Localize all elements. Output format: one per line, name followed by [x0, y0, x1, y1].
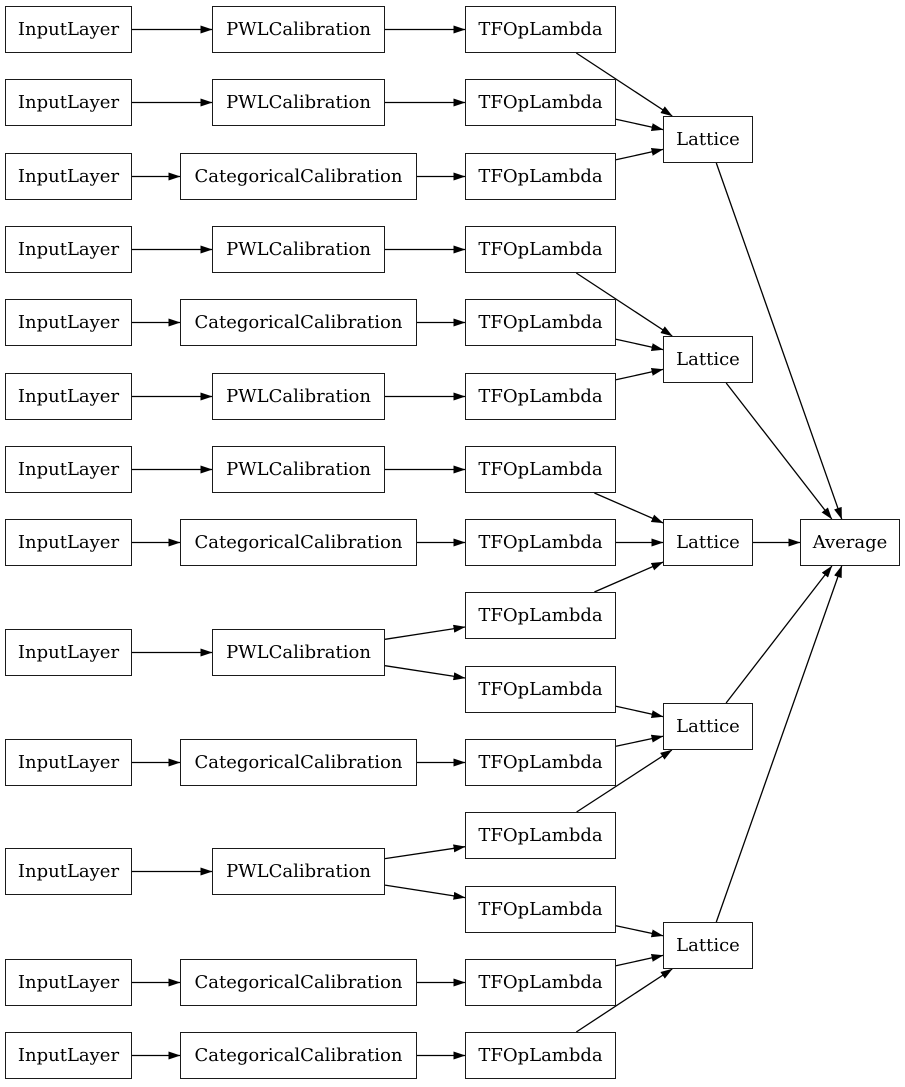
node-input3: InputLayer	[5, 153, 132, 200]
node-label: Lattice	[676, 348, 740, 370]
node-label: PWLCalibration	[226, 860, 371, 882]
node-label: InputLayer	[17, 18, 120, 40]
node-label: PWLCalibration	[226, 238, 371, 260]
node-label: TFOpLambda	[478, 531, 603, 553]
node-label: InputLayer	[17, 751, 120, 773]
node-average: Average	[800, 519, 900, 566]
node-calib3: CategoricalCalibration	[180, 153, 417, 200]
node-label: PWLCalibration	[226, 18, 371, 40]
node-label: PWLCalibration	[226, 385, 371, 407]
node-label: TFOpLambda	[478, 165, 603, 187]
node-input1: InputLayer	[5, 6, 132, 53]
node-lattice2: Lattice	[663, 336, 753, 383]
node-input8: InputLayer	[5, 519, 132, 566]
node-label: Lattice	[676, 531, 740, 553]
node-label: InputLayer	[17, 458, 120, 480]
node-lambda3: TFOpLambda	[465, 153, 616, 200]
node-label: PWLCalibration	[226, 458, 371, 480]
node-calib8: CategoricalCalibration	[180, 519, 417, 566]
node-lambda5: TFOpLambda	[465, 299, 616, 346]
node-lambda6: TFOpLambda	[465, 373, 616, 420]
node-label: CategoricalCalibration	[194, 1044, 403, 1066]
node-label: TFOpLambda	[478, 91, 603, 113]
node-label: TFOpLambda	[478, 678, 603, 700]
node-calib6: PWLCalibration	[212, 373, 385, 420]
node-label: TFOpLambda	[478, 898, 603, 920]
node-input5: InputLayer	[5, 299, 132, 346]
node-label: CategoricalCalibration	[194, 971, 403, 993]
node-lambda2: TFOpLambda	[465, 79, 616, 126]
node-calib4: PWLCalibration	[212, 226, 385, 273]
node-label: InputLayer	[17, 311, 120, 333]
node-lambda15: TFOpLambda	[465, 1032, 616, 1079]
node-label: PWLCalibration	[226, 91, 371, 113]
node-lattice5: Lattice	[663, 922, 753, 969]
node-input12: InputLayer	[5, 959, 132, 1006]
node-input4: InputLayer	[5, 226, 132, 273]
node-label: TFOpLambda	[478, 1044, 603, 1066]
node-lambda10: TFOpLambda	[465, 666, 616, 713]
node-label: TFOpLambda	[478, 311, 603, 333]
node-label: InputLayer	[17, 1044, 120, 1066]
node-lambda4: TFOpLambda	[465, 226, 616, 273]
node-label: TFOpLambda	[478, 458, 603, 480]
node-label: TFOpLambda	[478, 971, 603, 993]
node-label: Lattice	[676, 715, 740, 737]
node-label: InputLayer	[17, 91, 120, 113]
node-lattice4: Lattice	[663, 703, 753, 750]
node-lambda7: TFOpLambda	[465, 446, 616, 493]
node-lattice3: Lattice	[663, 519, 753, 566]
node-input13: InputLayer	[5, 1032, 132, 1079]
node-input6: InputLayer	[5, 373, 132, 420]
node-label: CategoricalCalibration	[194, 311, 403, 333]
node-label: InputLayer	[17, 641, 120, 663]
node-input7: InputLayer	[5, 446, 132, 493]
node-calib9: PWLCalibration	[212, 629, 385, 676]
node-label: InputLayer	[17, 971, 120, 993]
node-label: Lattice	[676, 128, 740, 150]
node-calib11: PWLCalibration	[212, 848, 385, 895]
node-label: InputLayer	[17, 238, 120, 260]
node-input11: InputLayer	[5, 848, 132, 895]
node-label: InputLayer	[17, 165, 120, 187]
node-lambda12: TFOpLambda	[465, 812, 616, 859]
node-label: CategoricalCalibration	[194, 165, 403, 187]
node-calib5: CategoricalCalibration	[180, 299, 417, 346]
node-lambda11: TFOpLambda	[465, 739, 616, 786]
node-label: InputLayer	[17, 385, 120, 407]
node-lambda1: TFOpLambda	[465, 6, 616, 53]
node-label: TFOpLambda	[478, 385, 603, 407]
node-label: TFOpLambda	[478, 18, 603, 40]
node-label: InputLayer	[17, 531, 120, 553]
node-label: TFOpLambda	[478, 238, 603, 260]
node-calib12: CategoricalCalibration	[180, 959, 417, 1006]
node-label: TFOpLambda	[478, 824, 603, 846]
node-lambda14: TFOpLambda	[465, 959, 616, 1006]
node-input2: InputLayer	[5, 79, 132, 126]
node-label: CategoricalCalibration	[194, 751, 403, 773]
node-lattice1: Lattice	[663, 116, 753, 163]
node-lambda13: TFOpLambda	[465, 886, 616, 933]
node-input9: InputLayer	[5, 629, 132, 676]
node-label: Lattice	[676, 934, 740, 956]
node-label: CategoricalCalibration	[194, 531, 403, 553]
node-lambda8: TFOpLambda	[465, 519, 616, 566]
node-calib13: CategoricalCalibration	[180, 1032, 417, 1079]
node-calib10: CategoricalCalibration	[180, 739, 417, 786]
node-calib7: PWLCalibration	[212, 446, 385, 493]
node-label: InputLayer	[17, 860, 120, 882]
node-calib1: PWLCalibration	[212, 6, 385, 53]
node-label: TFOpLambda	[478, 751, 603, 773]
node-label: Average	[812, 531, 888, 553]
node-label: PWLCalibration	[226, 641, 371, 663]
node-label: TFOpLambda	[478, 604, 603, 626]
node-calib2: PWLCalibration	[212, 79, 385, 126]
node-lambda9: TFOpLambda	[465, 592, 616, 639]
node-input10: InputLayer	[5, 739, 132, 786]
